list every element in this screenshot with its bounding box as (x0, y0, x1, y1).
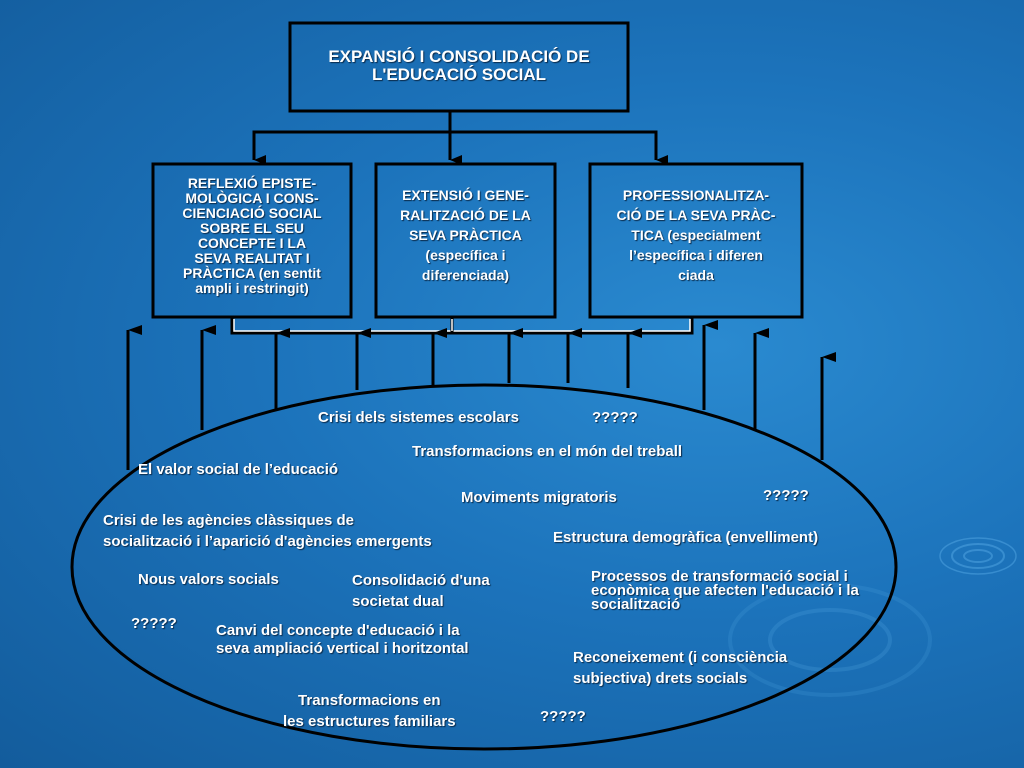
title-box (288, 21, 630, 113)
box-professionalitzacio (588, 162, 804, 319)
factor-reconeixement: Reconeixement (i consciència subjectiva)… (573, 649, 788, 687)
factor-societat-dual: Consolidació d'una societat dual (352, 572, 490, 610)
factor-agencies: Crisi de les agències clàssiques de soci… (103, 512, 432, 550)
factor-crisi-sistemes: Crisi dels sistemes escolars (318, 409, 519, 426)
ripple-decoration (728, 537, 1017, 697)
factor-valor-social: El valor social de l’educació (138, 461, 339, 478)
factor-demografica: Estructura demogràfica (envelliment) (553, 529, 819, 546)
factor-nous-valors: Nous valors socials (138, 571, 279, 588)
box-extensio-text: EXTENSIÓ I GENE- RALITZACIÓ DE LA SEVA P… (400, 187, 531, 283)
bottom-bracket (230, 317, 694, 335)
top-connector (252, 111, 658, 165)
box-reflexio-text: REFLEXIÓ EPISTE- MOLÒGICA I CONS- CIENCI… (182, 175, 322, 296)
factor-unknown-1: ????? (592, 409, 638, 426)
factor-familiars: Transformacions en les estructures famil… (283, 692, 456, 730)
factor-unknown-4: ????? (540, 708, 586, 725)
factor-unknown-2: ????? (763, 487, 809, 504)
factors-ellipse (70, 383, 898, 751)
factor-processos: Processos de transformació social i econ… (591, 568, 859, 613)
box-professionalitzacio-text: PROFESSIONALITZA- CIÓ DE LA SEVA PRÀC- T… (616, 187, 776, 283)
upward-arrows (126, 320, 836, 470)
factor-unknown-3: ????? (131, 615, 177, 632)
box-reflexio (151, 162, 353, 319)
factor-migratoris: Moviments migratoris (461, 489, 617, 506)
box-extensio (374, 162, 557, 319)
factor-canvi-concepte: Canvi del concepte d'educació i la seva … (216, 622, 469, 657)
factor-treball: Transformacions en el món del treball (412, 443, 683, 460)
title-box-text: EXPANSIÓ I CONSOLIDACIÓ DE L'EDUCACIÓ SO… (328, 47, 590, 84)
